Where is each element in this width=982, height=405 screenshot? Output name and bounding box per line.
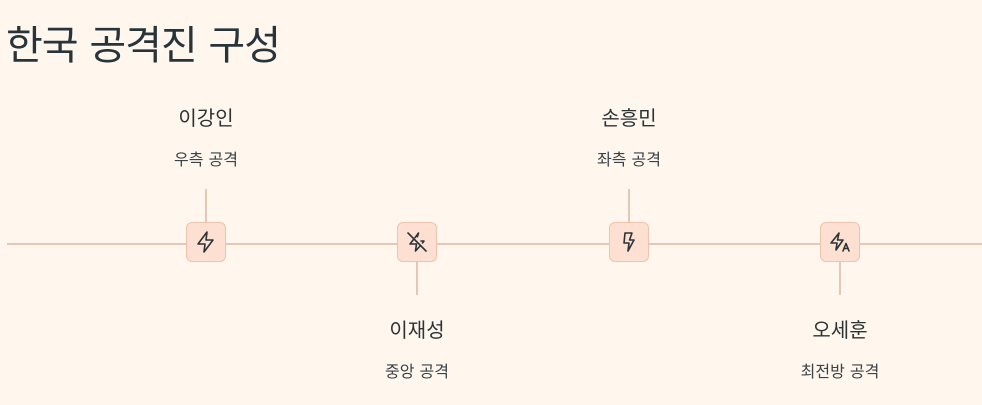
player-name: 이강인 <box>178 106 234 130</box>
player-role: 좌측 공격 <box>597 150 661 169</box>
player-role: 우측 공격 <box>174 150 238 169</box>
player-name: 손흥민 <box>601 106 657 130</box>
zap-a-icon <box>830 232 850 252</box>
timeline-node <box>186 222 226 262</box>
zap-icon <box>623 232 635 252</box>
timeline-node <box>820 222 860 262</box>
timeline-node <box>397 222 437 262</box>
zap-off-icon <box>407 232 427 252</box>
player-name: 오세훈 <box>812 318 868 342</box>
page-title: 한국 공격진 구성 <box>6 23 281 69</box>
player-role: 중앙 공격 <box>385 362 449 381</box>
timeline-node <box>609 222 649 262</box>
connector-stem <box>416 262 418 295</box>
connector-stem <box>205 189 207 222</box>
zap-icon <box>197 231 214 253</box>
connector-stem <box>628 189 630 222</box>
player-name: 이재성 <box>389 318 445 342</box>
timeline-line <box>7 243 982 245</box>
connector-stem <box>839 262 841 295</box>
player-role: 최전방 공격 <box>800 362 880 381</box>
